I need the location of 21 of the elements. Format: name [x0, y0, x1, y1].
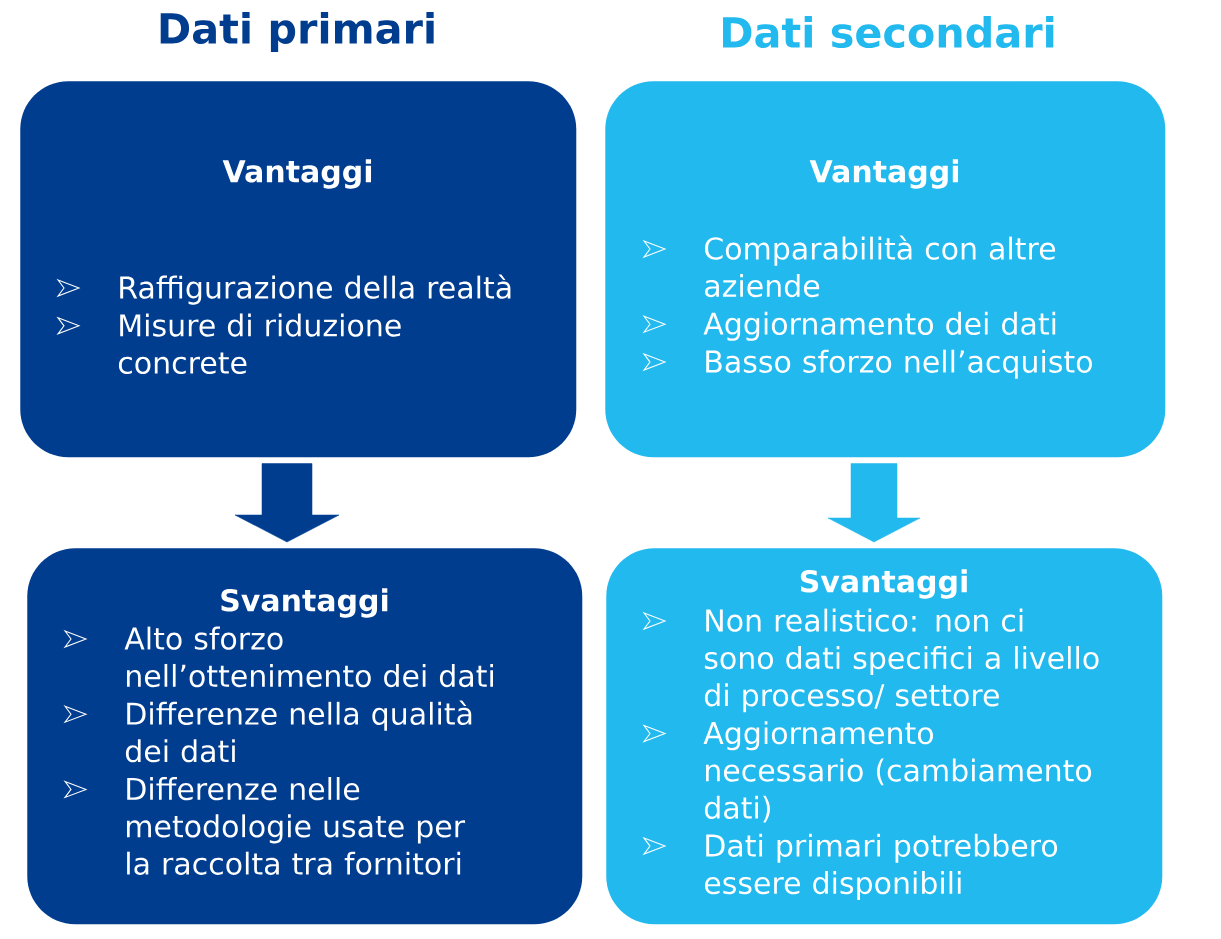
list-item: Differenze nelle metodologie usate per la raccolta tra fornitori — [127, 777, 466, 875]
list-item: Raffigurazione della realtà — [120, 274, 511, 305]
box-heading: Svantaggi — [800, 569, 967, 599]
box-heading: Vantaggi — [809, 159, 959, 189]
rounded-box — [20, 81, 577, 458]
list-item: Comparabilità con altre aziende — [704, 235, 1056, 298]
list-item: Misure di riduzione concrete — [118, 313, 401, 374]
list-item: Basso sforzo nell’acquisto — [706, 349, 1092, 379]
rounded-box — [606, 548, 1163, 925]
list-item: Differenze nella qualità dei dati — [125, 700, 472, 763]
block-arrow — [827, 463, 921, 543]
rounded-box — [27, 548, 583, 925]
box-heading: Vantaggi — [222, 159, 371, 189]
block-arrow — [234, 463, 340, 543]
list-item: Non realistico: non ci sono dati specifici a livello di processo/ settore — [704, 608, 1099, 713]
list-item: Aggiornamento dei dati — [703, 311, 1056, 341]
list-item: Alto sforzo nell’ottenimento dei dati — [124, 626, 493, 688]
list-item: Dati primari potrebbero essere disponibili — [704, 833, 1058, 901]
rounded-box — [605, 81, 1166, 458]
box-heading: Svantaggi — [221, 588, 388, 618]
list-item: Aggiornamento necessario (cambiamento dati) — [703, 721, 1092, 823]
